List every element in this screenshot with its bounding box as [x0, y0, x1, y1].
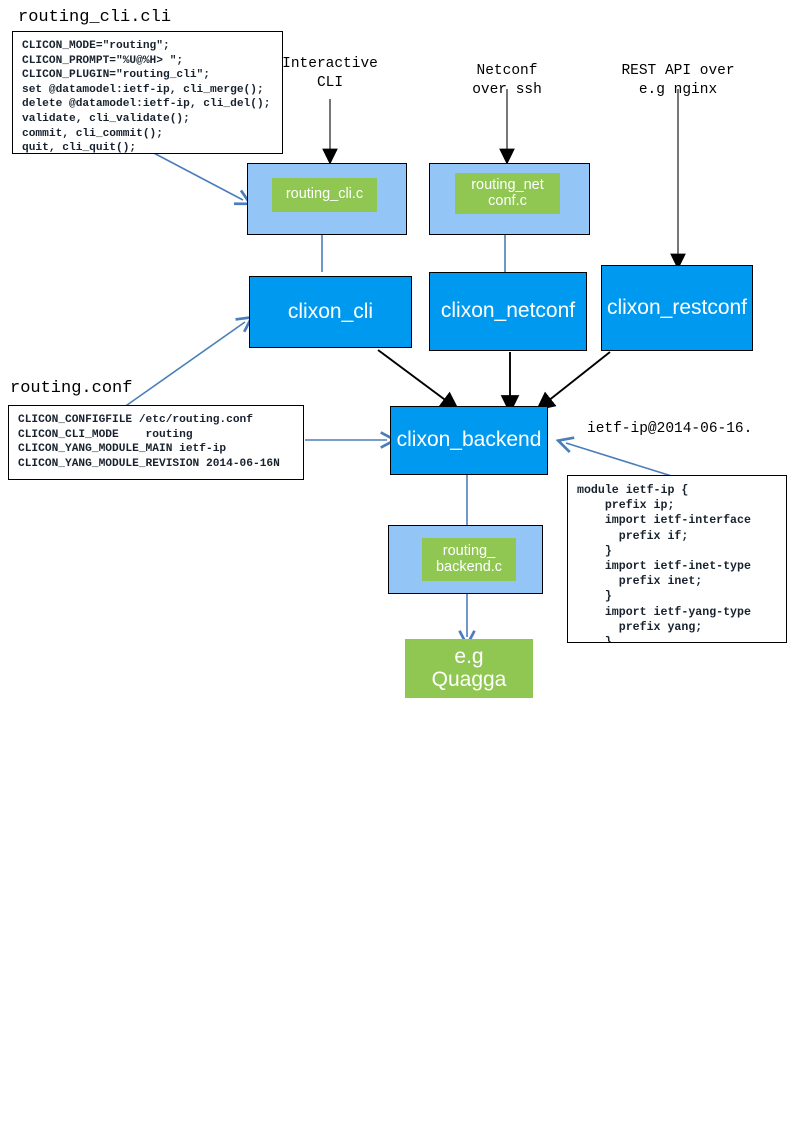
arrow-clixon-restconf-to-clixon-backend	[535, 351, 611, 411]
routing-conf-code: CLICON_CONFIGFILE /etc/routing.conf CLIC…	[8, 405, 304, 480]
node-clixon-backend[interactable]: clixon_backend	[390, 406, 548, 475]
annotation-interactive-cli: Interactive CLI	[282, 56, 378, 91]
annotation-netconf-over-ssh: Netconf over ssh	[472, 63, 542, 98]
node-clixon-cli[interactable]: clixon_cli	[249, 276, 412, 348]
node-routing-backend-c[interactable]: routing_ backend.c	[422, 538, 516, 581]
node-clixon-netconf[interactable]: clixon_netconf	[429, 272, 587, 351]
routing-conf-title: routing.conf	[10, 379, 133, 398]
arrow-routing-cli-cli-to-routing-cli-c	[147, 149, 243, 200]
node-routing-netconf-c[interactable]: routing_net conf.c	[455, 173, 560, 214]
routing-cli-cli-title: routing_cli.cli	[18, 8, 172, 27]
annotation-rest-api: REST API over e.g nginx	[621, 63, 735, 98]
node-quagga[interactable]: e.g Quagga	[405, 639, 533, 698]
node-routing-cli-c[interactable]: routing_cli.c	[272, 178, 377, 212]
ietf-ip-yang-code: module ietf-ip { prefix ip; import ietf-…	[567, 475, 787, 643]
annotation-ietf-ip-yang-file: ietf-ip@2014-06-16.	[587, 421, 753, 437]
arrow-ietf-ip-yang-to-clixon-backend	[566, 443, 679, 479]
node-clixon-restconf[interactable]: clixon_restconf	[601, 265, 753, 351]
routing-cli-cli-code: CLICON_MODE="routing"; CLICON_PROMPT="%U…	[12, 31, 283, 154]
arrow-routing-conf-to-clixon-cli	[119, 322, 245, 411]
arrow-clixon-cli-to-clixon-backend	[377, 349, 460, 411]
